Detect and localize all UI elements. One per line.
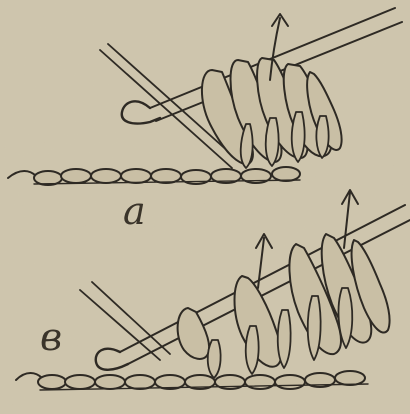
figure-label-b: в	[40, 318, 62, 356]
figure-label-a: a	[123, 192, 146, 230]
